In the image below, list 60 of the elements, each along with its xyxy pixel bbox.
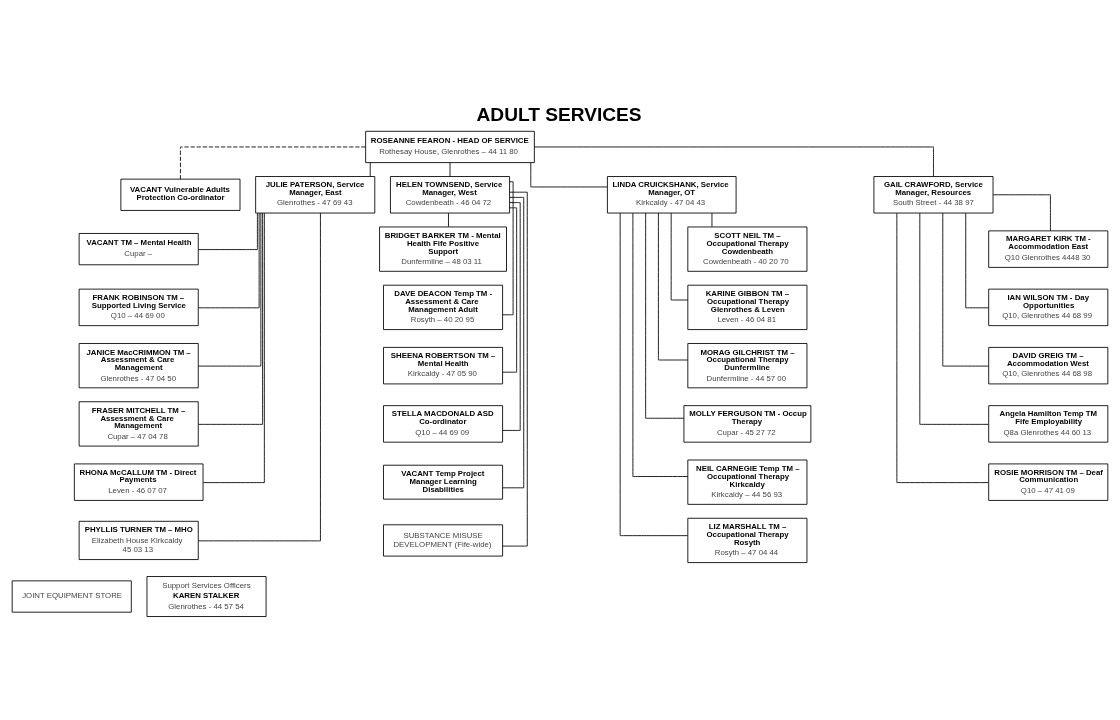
connector	[369, 162, 371, 177]
node-box: JULIE PATERSON, Service Manager, East Glenrothes - 47 69 43	[255, 176, 376, 214]
node-box: SUBSTANCE MISUSE DEVELOPMENT (Fife-wide)	[383, 524, 504, 557]
connector	[619, 212, 688, 537]
connector	[670, 212, 689, 301]
connector	[711, 212, 713, 228]
node-box: ROSEANNE FEARON - HEAD OF SERVICE Rothesay House, Glenrothes – 44 11 80	[365, 130, 535, 164]
node-box: MORAG GILCHRIST TM – Occupational Therapy Dunfermline Dunfermline - 44 57 00	[687, 343, 808, 389]
node-box: ROSIE MORRISON TM – Deaf Communication Q10 – 47 41 09	[988, 463, 1109, 501]
node-box: MARGARET KIRK TM - Accommodation East Q10 Glenrothes 4448 30	[988, 230, 1109, 268]
node-box: KARINE GIBBON TM – Occupational Therapy Glenrothes & Leven Leven - 46 04 81	[687, 284, 808, 330]
node-box: LINDA CRUICKSHANK, Service Manager, OT Kirkcaldy - 47 04 43	[606, 176, 737, 214]
node-box: BRIDGET BARKER TM - Mental Health Fife Positive Support Dunfermline – 48 03 11	[379, 226, 507, 272]
connector	[197, 212, 258, 250]
connector	[198, 212, 264, 425]
node-box: HELEN TOWNSEND, Service Manager, West Cowdenbeath - 46 04 72	[390, 176, 510, 214]
connector	[202, 212, 265, 484]
node-box: Angela Hamilton Temp TM Fife Employability Q8a Glenrothes 44 60 13	[988, 405, 1109, 443]
node-box: DAVE DEACON Temp TM - Assessment & Care Management Adult Rosyth – 40 20 95	[383, 284, 504, 330]
connector	[502, 191, 528, 547]
connector	[632, 212, 689, 477]
node-box: JANICE MacCRIMMON TM – Assessment & Care Management Glenrothes - 47 04 50	[78, 343, 199, 389]
node-box: VACANT TM – Mental Health Cupar –	[78, 233, 199, 266]
node-box: Support Services Officers KAREN STALKER Glenrothes - 44 57 54	[146, 576, 267, 617]
connector	[645, 212, 685, 419]
connector	[530, 162, 608, 188]
diagram-title: ADULT SERVICES	[476, 104, 642, 126]
node-box: RHONA McCALLUM TM - Direct Payments Leven - 46 07 07	[73, 463, 204, 501]
connector	[992, 194, 1051, 232]
connector	[449, 162, 451, 177]
connector	[198, 212, 260, 309]
connector	[502, 202, 521, 431]
connector	[657, 212, 689, 361]
node-box: JOINT EQUIPMENT STORE	[11, 580, 132, 613]
node-box: MOLLY FERGUSON TM - Occup Therapy Cupar - 45 27 72	[683, 405, 812, 443]
connector	[448, 212, 449, 228]
connector	[180, 146, 366, 180]
connector	[502, 207, 518, 373]
node-box: SCOTT NEIL TM – Occupational Therapy Cowdenbeath Cowdenbeath - 40 20 70	[687, 226, 808, 272]
connector	[896, 212, 989, 484]
connector	[534, 146, 934, 177]
connector	[502, 196, 525, 489]
connector	[198, 212, 321, 542]
node-box: VACANT Temp Project Manager Learning Disabilities	[383, 464, 504, 500]
node-box: VACANT Vulnerable Adults Protection Co-ordinator	[120, 178, 241, 211]
connector	[965, 212, 989, 309]
node-box: FRANK ROBINSON TM – Supported Living Service Q10 – 44 69 00	[78, 288, 199, 327]
node-box: PHYLLIS TURNER TM – MHO Elizabeth House Kirkcaldy 45 03 13	[78, 520, 199, 560]
node-box: FRASER MITCHELL TM – Assessment & Care Management Cupar – 47 04 78	[78, 401, 199, 447]
node-box: STELLA MACDONALD ASD Co-ordinator Q10 – 44 69 09	[383, 405, 504, 443]
connector	[197, 212, 262, 367]
connector	[502, 181, 514, 316]
node-box: DAVID GREIG TM – Accommodation West Q10, Glenrothes 44 68 98	[988, 346, 1109, 385]
node-box: SHEENA ROBERTSON TM – Mental Health Kirkcaldy - 47 05 90	[383, 346, 504, 385]
node-box: LIZ MARSHALL TM – Occupational Therapy Rosyth Rosyth – 47 04 44	[687, 517, 808, 564]
connector	[942, 212, 989, 367]
node-box: NEIL CARNEGIE Temp TM – Occupational Therapy Kirkcaldy Kirkcaldy – 44 56 93	[687, 459, 808, 505]
node-box: IAN WILSON TM - Day Opportunities Q10, Glenrothes 44 68 99	[988, 288, 1109, 327]
connector	[919, 212, 989, 425]
node-box: GAIL CRAWFORD, Service Manager, Resources South Street - 44 38 97	[873, 176, 994, 214]
